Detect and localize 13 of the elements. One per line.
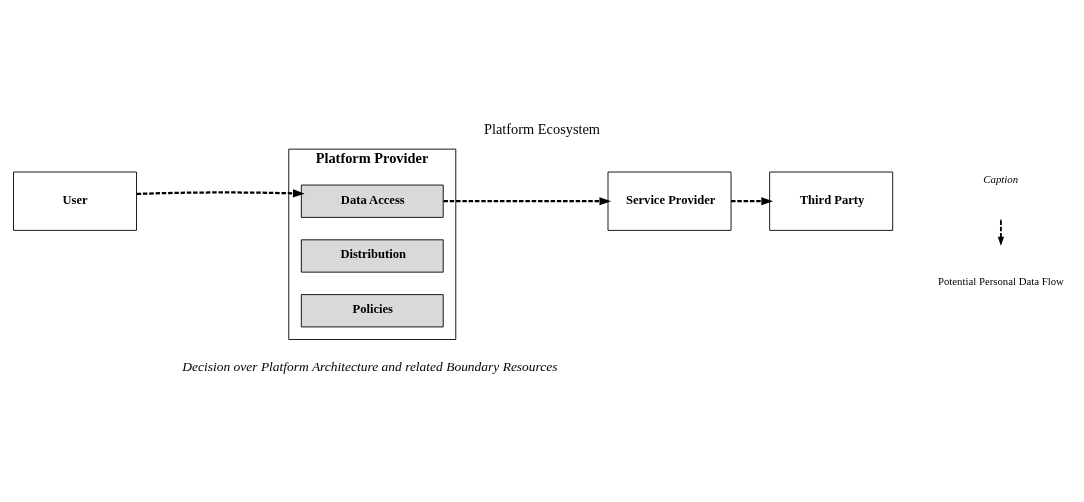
node-box: User: [13, 171, 137, 231]
node-box: Distribution: [300, 238, 444, 273]
diagram-title: Platform Ecosystem: [483, 120, 601, 137]
node-box: Data Access: [300, 184, 444, 218]
node-label: Decision over Platform Architecture and related Boundary Resources: [182, 357, 558, 373]
label: Caption: [983, 172, 1019, 185]
node-box: Service Provider: [607, 171, 732, 231]
node-box: Policies: [300, 293, 444, 327]
arrow: [443, 196, 612, 205]
legend-label: Potential Personal Data Flow: [937, 274, 1064, 287]
node-box: Third Party: [769, 171, 894, 231]
arrow: [731, 196, 774, 205]
arrow: [136, 188, 305, 197]
